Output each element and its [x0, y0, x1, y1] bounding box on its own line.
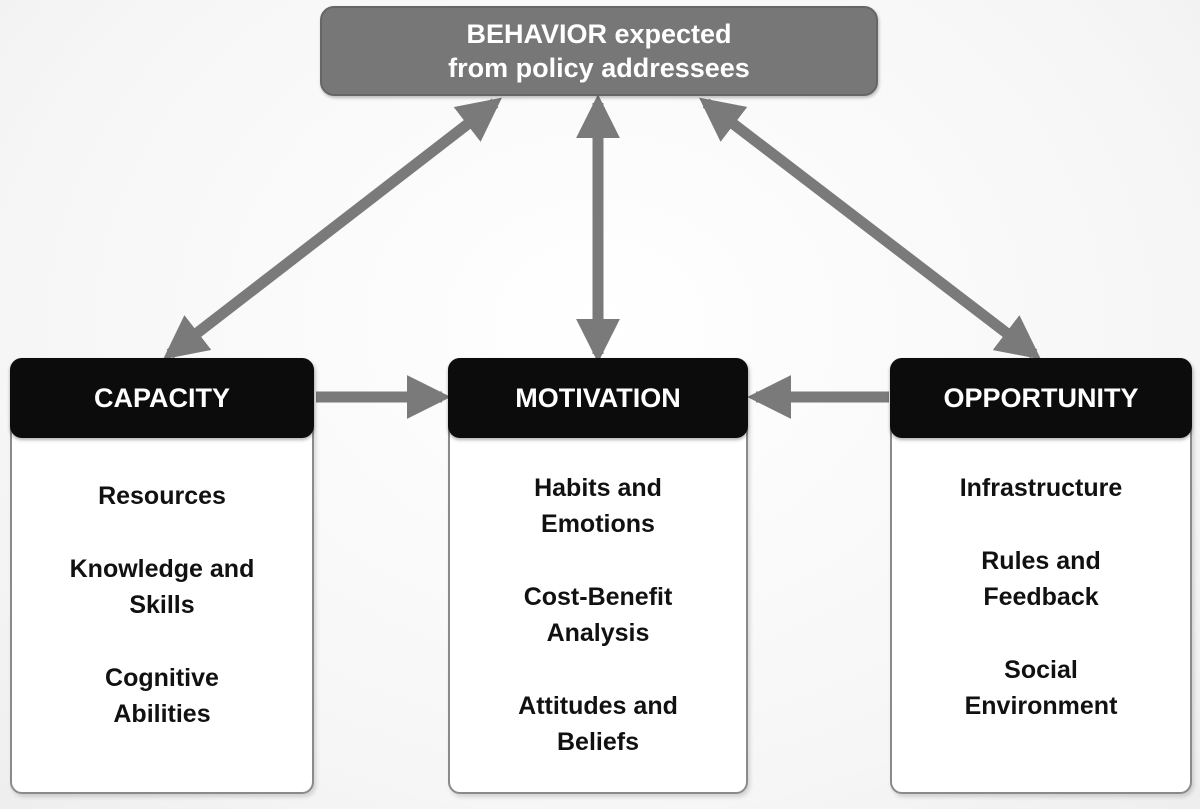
opportunity-item-infrastructure: Infrastructure	[960, 470, 1123, 506]
item-line: Skills	[129, 591, 195, 619]
motivation-item-habits-emotions: Habits and Emotions	[534, 470, 662, 542]
item-line: Beliefs	[557, 728, 639, 756]
motivation-item-attitudes-beliefs: Attitudes and Beliefs	[518, 688, 678, 760]
opportunity-items: Infrastructure Rules and Feedback Social…	[892, 470, 1190, 761]
capacity-item-knowledge-skills: Knowledge and Skills	[70, 551, 255, 623]
motivation-header: MOTIVATION	[448, 358, 748, 438]
opportunity-item-rules-feedback: Rules and Feedback	[981, 543, 1100, 615]
capacity-item-resources: Resources	[98, 478, 226, 514]
item-line: Environment	[964, 692, 1118, 720]
behavior-title-line2: from policy addressees	[448, 53, 750, 83]
item-line: Attitudes and	[518, 692, 678, 720]
behavior-title-line1: BEHAVIOR expected	[466, 19, 732, 49]
opportunity-panel: OPPORTUNITY Infrastructure Rules and Fee…	[890, 358, 1192, 794]
capacity-header: CAPACITY	[10, 358, 314, 438]
capacity-panel: CAPACITY Resources Knowledge and Skills …	[10, 358, 314, 794]
arrow-behavior-opportunity	[699, 97, 1041, 360]
item-line: Rules and	[981, 547, 1101, 575]
motivation-panel: MOTIVATION Habits and Emotions Cost-Bene…	[448, 358, 748, 794]
item-line: Cost-Benefit	[523, 583, 673, 611]
capacity-items: Resources Knowledge and Skills Cognitive…	[12, 478, 312, 769]
opportunity-item-social-environment: Social Environment	[965, 652, 1118, 724]
opportunity-header: OPPORTUNITY	[890, 358, 1192, 438]
item-line: Resources	[98, 482, 226, 510]
capacity-item-cognitive-abilities: Cognitive Abilities	[105, 660, 219, 732]
item-line: Habits and	[534, 474, 662, 502]
item-line: Emotions	[541, 510, 655, 538]
motivation-items: Habits and Emotions Cost-Benefit Analysi…	[450, 470, 746, 797]
motivation-item-cost-benefit: Cost-Benefit Analysis	[524, 579, 673, 651]
item-line: Social	[1004, 656, 1078, 684]
item-line: Knowledge and	[69, 555, 255, 583]
item-line: Analysis	[546, 619, 650, 647]
item-line: Abilities	[113, 700, 211, 728]
item-line: Feedback	[983, 583, 1099, 611]
item-line: Infrastructure	[959, 474, 1123, 502]
item-line: Cognitive	[105, 664, 219, 692]
arrow-behavior-capacity	[163, 97, 502, 360]
behavior-box: BEHAVIOR expected from policy addressees	[320, 6, 878, 96]
